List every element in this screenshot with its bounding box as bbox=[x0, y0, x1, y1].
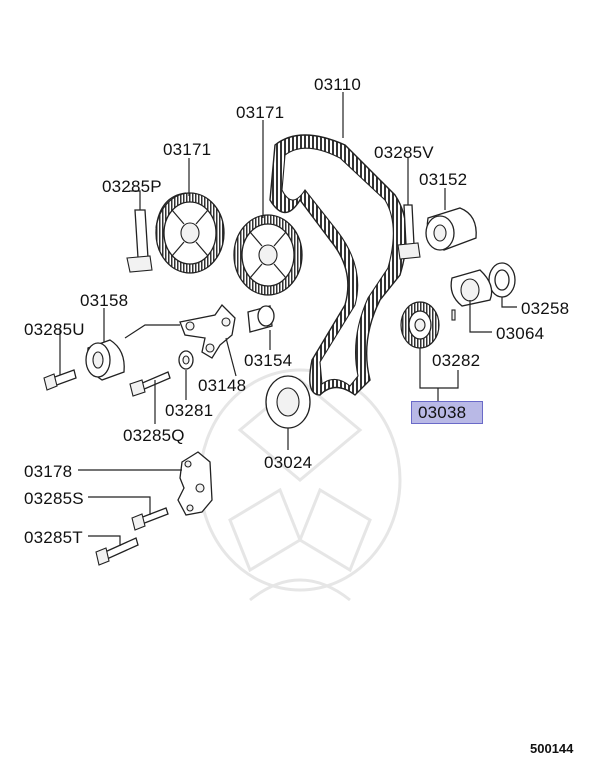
label-03024[interactable]: 03024 bbox=[264, 453, 313, 472]
label-03171-right[interactable]: 03171 bbox=[236, 103, 285, 122]
bolt-03285v bbox=[397, 204, 421, 260]
label-03285u[interactable]: 03285U bbox=[24, 320, 85, 339]
label-03285t[interactable]: 03285T bbox=[24, 528, 83, 547]
timing-belt bbox=[269, 134, 408, 396]
label-03152[interactable]: 03152 bbox=[419, 170, 468, 189]
label-03285s[interactable]: 03285S bbox=[24, 489, 84, 508]
bracket-03178 bbox=[177, 451, 213, 516]
label-03148[interactable]: 03148 bbox=[198, 376, 247, 395]
label-03281[interactable]: 03281 bbox=[165, 401, 214, 420]
bolt-03285p bbox=[126, 209, 153, 273]
label-03285v[interactable]: 03285V bbox=[374, 143, 434, 162]
bolt-03285t bbox=[95, 537, 139, 566]
spacer-03154 bbox=[247, 305, 275, 333]
label-03178[interactable]: 03178 bbox=[24, 462, 73, 481]
bolt-03285q bbox=[129, 371, 171, 397]
flange-03064 bbox=[450, 269, 493, 307]
label-03064[interactable]: 03064 bbox=[496, 324, 545, 343]
washer-03258 bbox=[488, 262, 516, 298]
camshaft-sprocket-left bbox=[155, 192, 225, 274]
camshaft-sprocket-right bbox=[233, 214, 303, 296]
label-03285q[interactable]: 03285Q bbox=[123, 426, 185, 445]
watermark-emblem bbox=[198, 368, 402, 602]
label-03158[interactable]: 03158 bbox=[80, 291, 129, 310]
label-03285p[interactable]: 03285P bbox=[102, 177, 162, 196]
bolt-03285u bbox=[43, 369, 77, 391]
idler-pulley-03158 bbox=[85, 339, 125, 381]
label-03110[interactable]: 03110 bbox=[314, 75, 362, 94]
label-03038-highlighted[interactable]: 03038 bbox=[411, 401, 483, 424]
label-03171-left[interactable]: 03171 bbox=[163, 140, 212, 159]
tensioner-arm-03148 bbox=[179, 303, 236, 359]
label-03282[interactable]: 03282 bbox=[432, 351, 481, 370]
label-03258[interactable]: 03258 bbox=[521, 299, 570, 318]
diagram-number: 500144 bbox=[530, 741, 574, 756]
washer-03281 bbox=[178, 350, 194, 370]
leader-lines bbox=[59, 92, 517, 546]
bolt-03285s bbox=[131, 507, 169, 531]
tensioner-pulley-03152 bbox=[425, 207, 477, 251]
label-03154[interactable]: 03154 bbox=[244, 351, 293, 370]
flange-03024 bbox=[265, 375, 311, 429]
crankshaft-sprocket bbox=[400, 301, 456, 349]
